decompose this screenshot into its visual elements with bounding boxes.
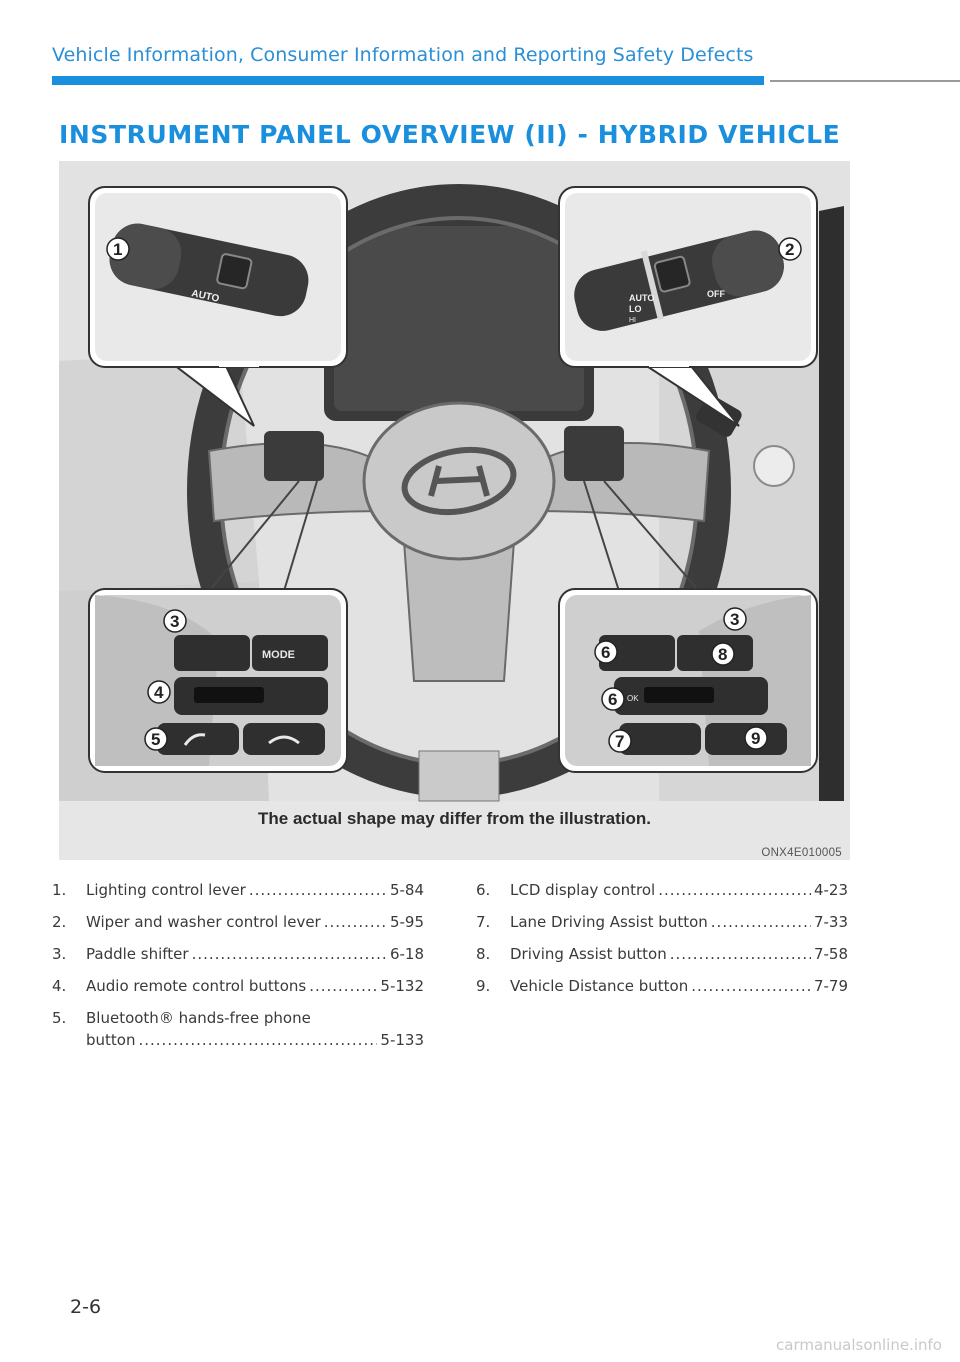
svg-text:3: 3 (170, 612, 179, 631)
list-item: 9. Vehicle Distance button 7-79 (476, 976, 848, 996)
callout-5: 5 (144, 727, 168, 751)
callout-3-left: 3 (163, 609, 187, 633)
svg-text:5: 5 (151, 730, 160, 749)
component-list-right: 6. LCD display control 4-23 7. Lane Driv… (476, 880, 848, 1008)
component-list-left: 1. Lighting control lever 5-84 2. Wiper … (52, 880, 424, 1062)
watermark: carmanualsonline.info (776, 1336, 942, 1354)
steering-wheel-drawing: AUTO AUTO LO HI OFF MODE (59, 161, 850, 802)
running-header: Vehicle Information, Consumer Informatio… (52, 44, 754, 66)
list-item: 3. Paddle shifter 6-18 (52, 944, 424, 964)
figure-caption: The actual shape may differ from the ill… (258, 809, 651, 828)
svg-text:6: 6 (608, 690, 617, 709)
svg-text:HI: HI (629, 317, 636, 324)
svg-text:AUTO: AUTO (629, 293, 654, 303)
list-item: 7. Lane Driving Assist button 7-33 (476, 912, 848, 932)
callout-4: 4 (147, 680, 171, 704)
svg-text:MODE: MODE (262, 649, 295, 661)
list-item: 4. Audio remote control buttons 5-132 (52, 976, 424, 996)
list-item: 5. Bluetooth® hands-free phone (52, 1009, 311, 1027)
callout-1: 1 (106, 237, 130, 261)
svg-text:3: 3 (730, 610, 739, 629)
svg-text:9: 9 (751, 729, 760, 748)
section-title: INSTRUMENT PANEL OVERVIEW (II) - HYBRID … (59, 120, 841, 149)
svg-text:4: 4 (154, 683, 164, 702)
header-accent-bar (52, 76, 764, 85)
callout-7: 7 (608, 729, 632, 753)
svg-text:OK: OK (627, 694, 639, 703)
svg-text:1: 1 (113, 240, 122, 259)
list-item: 2. Wiper and washer control lever 5-95 (52, 912, 424, 932)
svg-text:8: 8 (718, 645, 727, 664)
callout-2: 2 (778, 237, 802, 261)
list-item: 1. Lighting control lever 5-84 (52, 880, 424, 900)
callout-9: 9 (744, 726, 768, 750)
callout-6-top: 6 (594, 640, 618, 664)
list-item: 6. LCD display control 4-23 (476, 880, 848, 900)
callout-8: 8 (711, 642, 735, 666)
callout-3-right: 3 (723, 607, 747, 631)
figure-code: ONX4E010005 (761, 847, 842, 859)
svg-text:6: 6 (601, 643, 610, 662)
instrument-panel-illustration: AUTO AUTO LO HI OFF MODE (59, 161, 850, 860)
callout-6-bottom: 6 (601, 687, 625, 711)
page-number: 2-6 (70, 1296, 102, 1318)
svg-text:2: 2 (785, 240, 794, 259)
svg-text:OFF: OFF (707, 289, 725, 299)
header-divider (770, 80, 960, 82)
list-item: 8. Driving Assist button 7-58 (476, 944, 848, 964)
svg-text:LO: LO (629, 304, 642, 314)
list-item-continuation: button 5-133 (52, 1030, 424, 1050)
svg-text:7: 7 (615, 732, 624, 751)
